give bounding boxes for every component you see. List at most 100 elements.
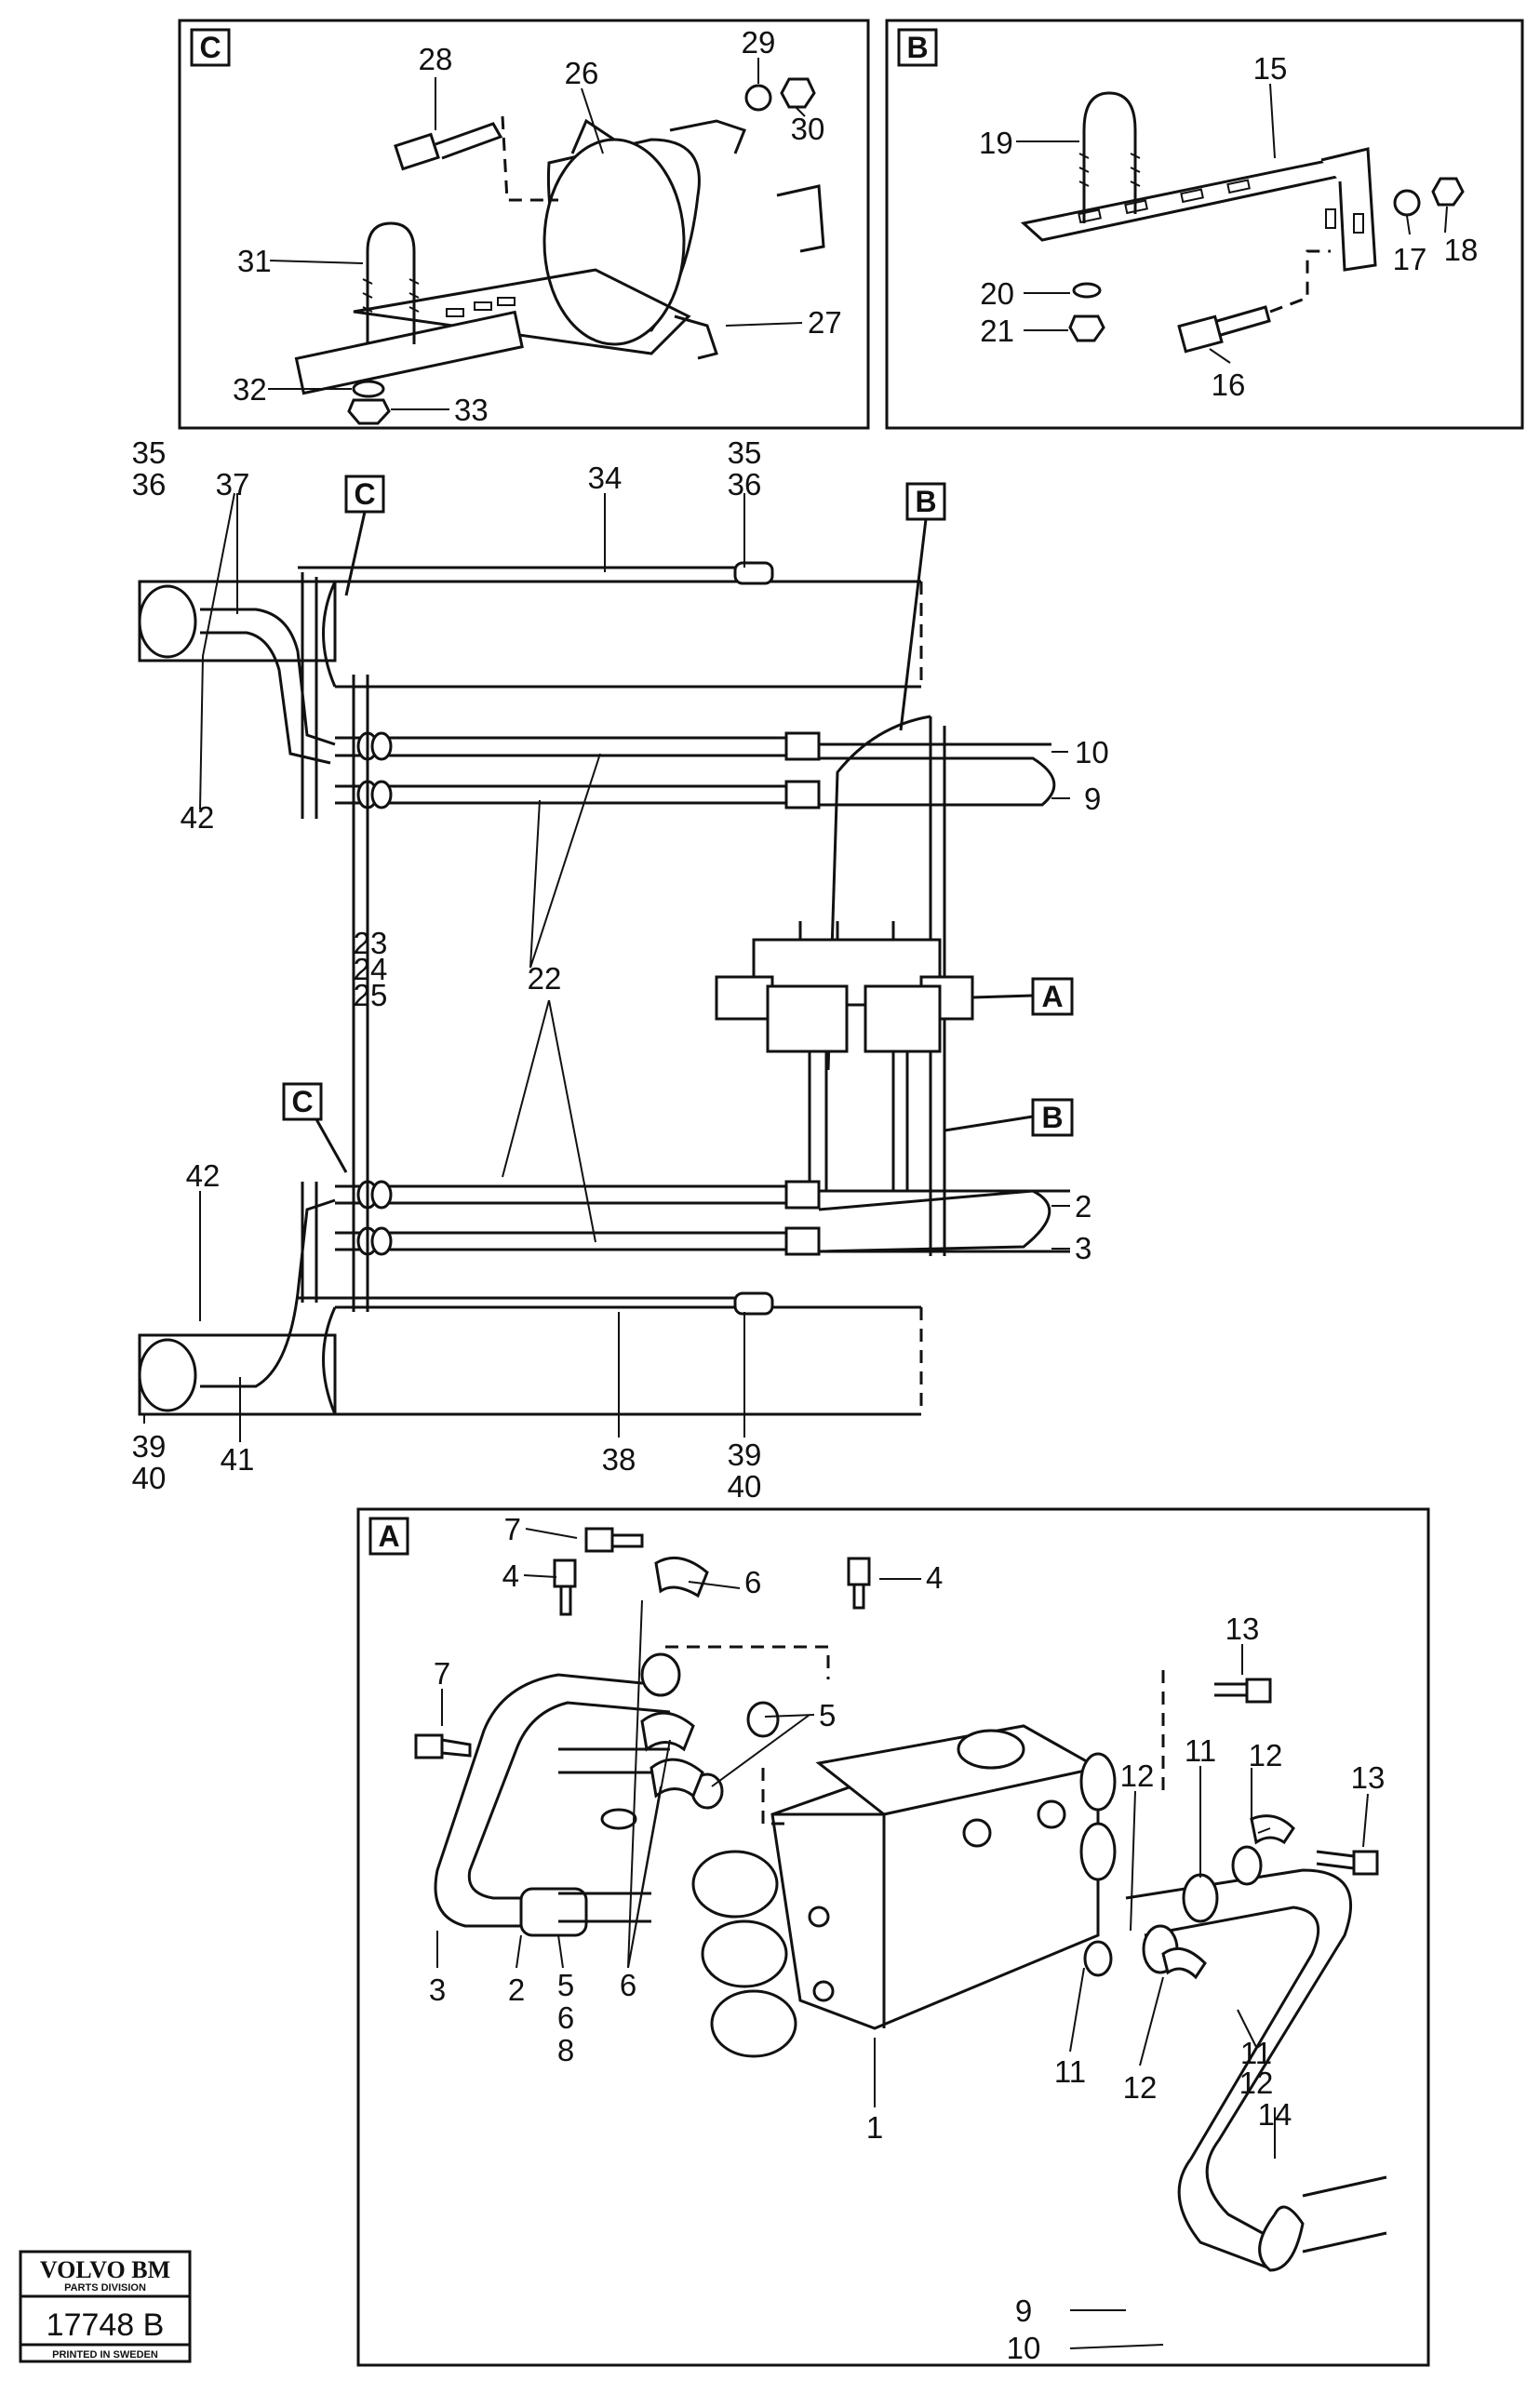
label-17: 17 <box>1393 242 1427 276</box>
label-22: 22 <box>528 961 562 996</box>
label-36-right: 36 <box>728 467 762 502</box>
title-block-frame <box>19 2250 192 2363</box>
detail-c-frame <box>178 19 870 430</box>
label-23: 23 <box>354 926 388 960</box>
o-ring-5a <box>746 1701 780 1738</box>
label-10: 10 <box>1075 735 1109 769</box>
left-pipes <box>434 1652 681 1937</box>
label-4-right: 4 <box>926 1560 943 1595</box>
label-13-top: 13 <box>1225 1612 1260 1646</box>
bracket-15 <box>1020 147 1377 272</box>
label-36-left: 36 <box>132 467 167 502</box>
nut-30 <box>780 77 816 109</box>
label-12-right: 12 <box>1239 2066 1274 2100</box>
detail-a-letter-box <box>368 1517 409 1556</box>
detail-view-a: A <box>356 1507 1430 2367</box>
label-6-bottom: 6 <box>557 2000 574 2035</box>
label-40-left: 40 <box>132 1461 167 1495</box>
label-14: 14 <box>1258 2097 1292 2132</box>
label-37: 37 <box>216 467 250 502</box>
nut-18 <box>1431 177 1465 207</box>
detail-c-letter-box <box>190 28 231 67</box>
title-block: VOLVO BM PARTS DIVISION 17748 B PRINTED … <box>19 2250 192 2363</box>
u-bolt-19 <box>1078 91 1141 223</box>
bolt-13-right <box>1316 1850 1379 1876</box>
detail-b-letter: B <box>906 31 928 64</box>
label-42-bottom: 42 <box>186 1158 221 1193</box>
sensor-4-left <box>553 1558 577 1616</box>
label-2: 2 <box>508 1973 525 2007</box>
label-26: 26 <box>565 56 599 90</box>
label-12-bottom: 12 <box>1123 2070 1158 2105</box>
label-13-right: 13 <box>1351 1760 1386 1795</box>
callout-c-bottom: C <box>291 1085 313 1118</box>
label-9: 9 <box>1015 2294 1032 2328</box>
label-5-mid: 5 <box>819 1698 836 1732</box>
label-11-top: 11 <box>1185 1733 1216 1768</box>
callout-a: A <box>1041 980 1063 1013</box>
label-7-left: 7 <box>434 1656 450 1691</box>
flange-half-6b <box>640 1711 695 1752</box>
label-16: 16 <box>1212 368 1246 402</box>
control-valve <box>715 921 974 1191</box>
label-19: 19 <box>979 126 1013 160</box>
washer-29 <box>744 84 772 112</box>
label-20: 20 <box>980 276 1014 311</box>
label-31: 31 <box>237 244 272 278</box>
label-12-mid: 12 <box>1120 1759 1155 1793</box>
bolt-16 <box>1177 249 1331 354</box>
flange-half-12 <box>1250 1814 1295 1845</box>
brand-logo: VOLVO BM <box>40 2256 170 2283</box>
lower-cylinder <box>138 1182 923 1416</box>
label-32: 32 <box>233 372 267 407</box>
label-3: 3 <box>1075 1231 1091 1265</box>
detail-b-letter-box <box>897 28 938 67</box>
label-35-left: 35 <box>132 435 167 470</box>
label-8: 8 <box>557 2033 574 2067</box>
label-6-top: 6 <box>744 1565 761 1599</box>
bolt-7-left <box>414 1733 472 1759</box>
detail-view-c: C <box>178 19 870 430</box>
label-9: 9 <box>1084 782 1101 816</box>
washer-20 <box>1072 282 1102 299</box>
detail-view-b: B 19 15 2 <box>885 19 1524 430</box>
detail-c-letter: C <box>199 31 221 64</box>
detail-a-letter: A <box>378 1519 399 1553</box>
label-33: 33 <box>454 393 489 427</box>
flange-half-12b <box>1161 1946 1207 1980</box>
label-39-right: 39 <box>728 1438 762 1472</box>
bolt-28 <box>394 115 558 202</box>
label-11-bottom: 11 <box>1054 2054 1086 2089</box>
label-27: 27 <box>808 305 842 340</box>
label-12-top: 12 <box>1249 1738 1283 1772</box>
drawing-code: 17748 B <box>47 2307 165 2343</box>
callout-b-mid: B <box>1041 1101 1063 1134</box>
label-30: 30 <box>791 112 825 146</box>
bolt-13-top <box>1214 1678 1272 1704</box>
label-4-left: 4 <box>502 1558 519 1593</box>
nut-21 <box>1068 314 1105 342</box>
detail-a-frame <box>356 1507 1430 2367</box>
callout-b-top: B <box>915 485 936 518</box>
pipe-clamp-drawing <box>294 118 825 395</box>
label-6-mid: 6 <box>620 1968 636 2002</box>
label-2: 2 <box>1075 1189 1091 1224</box>
label-39-left: 39 <box>132 1429 167 1464</box>
callout-c-box-bottom <box>282 1082 323 1121</box>
label-40-right: 40 <box>728 1469 762 1504</box>
upper-cylinder <box>138 561 923 819</box>
division-label: PARTS DIVISION <box>64 2282 146 2294</box>
label-5-bottom: 5 <box>557 1968 574 2002</box>
label-35-right: 35 <box>728 435 762 470</box>
washer-32 <box>352 380 385 398</box>
label-28: 28 <box>419 42 453 76</box>
bolt-7-top <box>584 1527 644 1553</box>
detail-b-frame <box>885 19 1524 430</box>
vertical-bracket <box>352 675 369 1312</box>
label-24: 24 <box>354 952 388 986</box>
sensor-4-right <box>847 1557 871 1610</box>
label-34: 34 <box>588 461 623 495</box>
main-assembly-view: C B A B C 35 36 37 34 35 36 <box>132 435 1109 1504</box>
label-29: 29 <box>742 25 776 60</box>
